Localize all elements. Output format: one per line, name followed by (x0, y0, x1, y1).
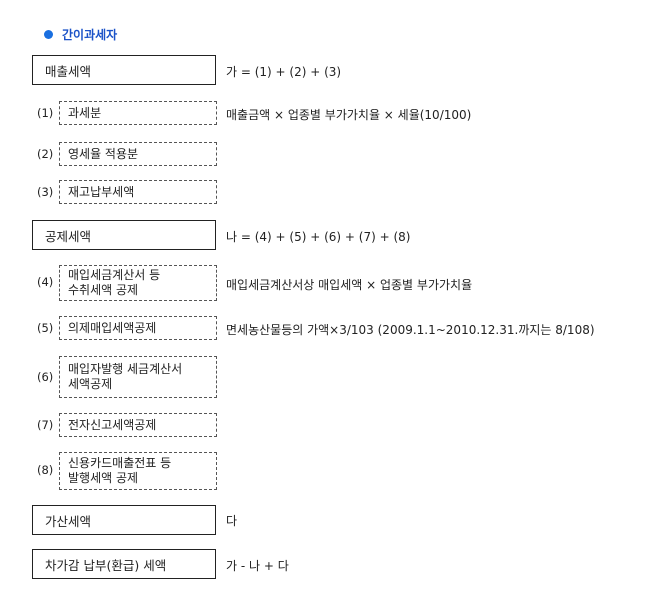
bullet-icon (44, 29, 53, 39)
item4-label: 매입세금계산서 등 수취세액 공제 (68, 268, 161, 297)
item6-box: 매입자발행 세금계산서 세액공제 (59, 356, 217, 398)
item5-number: (5) (37, 321, 54, 335)
item2-label: 영세율 적용분 (68, 146, 139, 161)
item5-formula: 면세농산물등의 가액×3/103 (2009.1.1~2010.12.31.까지… (226, 323, 595, 337)
item8-label: 신용카드매출전표 등 발행세액 공제 (68, 456, 172, 485)
item4-box: 매입세금계산서 등 수취세액 공제 (59, 265, 217, 301)
item3-number: (3) (37, 185, 54, 199)
item6-number: (6) (37, 370, 54, 384)
payable-tax-box: 차가감 납부(환급) 세액 (32, 549, 216, 579)
additional-tax-formula: 다 (226, 514, 238, 528)
section-heading: 간이과세자 (44, 26, 117, 42)
item1-box: 과세분 (59, 101, 217, 125)
item6-label: 매입자발행 세금계산서 세액공제 (68, 362, 183, 391)
item7-number: (7) (37, 418, 54, 432)
item8-number: (8) (37, 463, 54, 477)
item7-box: 전자신고세액공제 (59, 413, 217, 437)
item8-box: 신용카드매출전표 등 발행세액 공제 (59, 452, 217, 490)
item4-number: (4) (37, 275, 54, 289)
item4-formula: 매입세금계산서상 매입세액 × 업종별 부가가치율 (226, 278, 473, 292)
deduction-tax-formula: 나 = (4) + (5) + (6) + (7) + (8) (226, 230, 411, 244)
section-title: 간이과세자 (62, 27, 118, 42)
payable-tax-label: 차가감 납부(환급) 세액 (45, 557, 167, 573)
payable-tax-formula: 가 - 나 + 다 (226, 559, 289, 573)
sales-tax-formula: 가 = (1) + (2) + (3) (226, 65, 342, 79)
additional-tax-label: 가산세액 (45, 513, 92, 529)
sales-tax-box: 매출세액 (32, 55, 216, 85)
item3-label: 재고납부세액 (68, 184, 135, 199)
item1-number: (1) (37, 106, 54, 120)
item5-label: 의제매입세액공제 (68, 320, 157, 335)
deduction-tax-label: 공제세액 (45, 228, 92, 244)
item1-label: 과세분 (68, 105, 102, 120)
additional-tax-box: 가산세액 (32, 505, 216, 535)
item7-label: 전자신고세액공제 (68, 417, 157, 432)
deduction-tax-box: 공제세액 (32, 220, 216, 250)
item2-number: (2) (37, 147, 54, 161)
item5-box: 의제매입세액공제 (59, 316, 217, 340)
item1-formula: 매출금액 × 업종별 부가가치율 × 세율(10/100) (226, 108, 472, 122)
item2-box: 영세율 적용분 (59, 142, 217, 166)
sales-tax-label: 매출세액 (45, 63, 92, 79)
item3-box: 재고납부세액 (59, 180, 217, 204)
